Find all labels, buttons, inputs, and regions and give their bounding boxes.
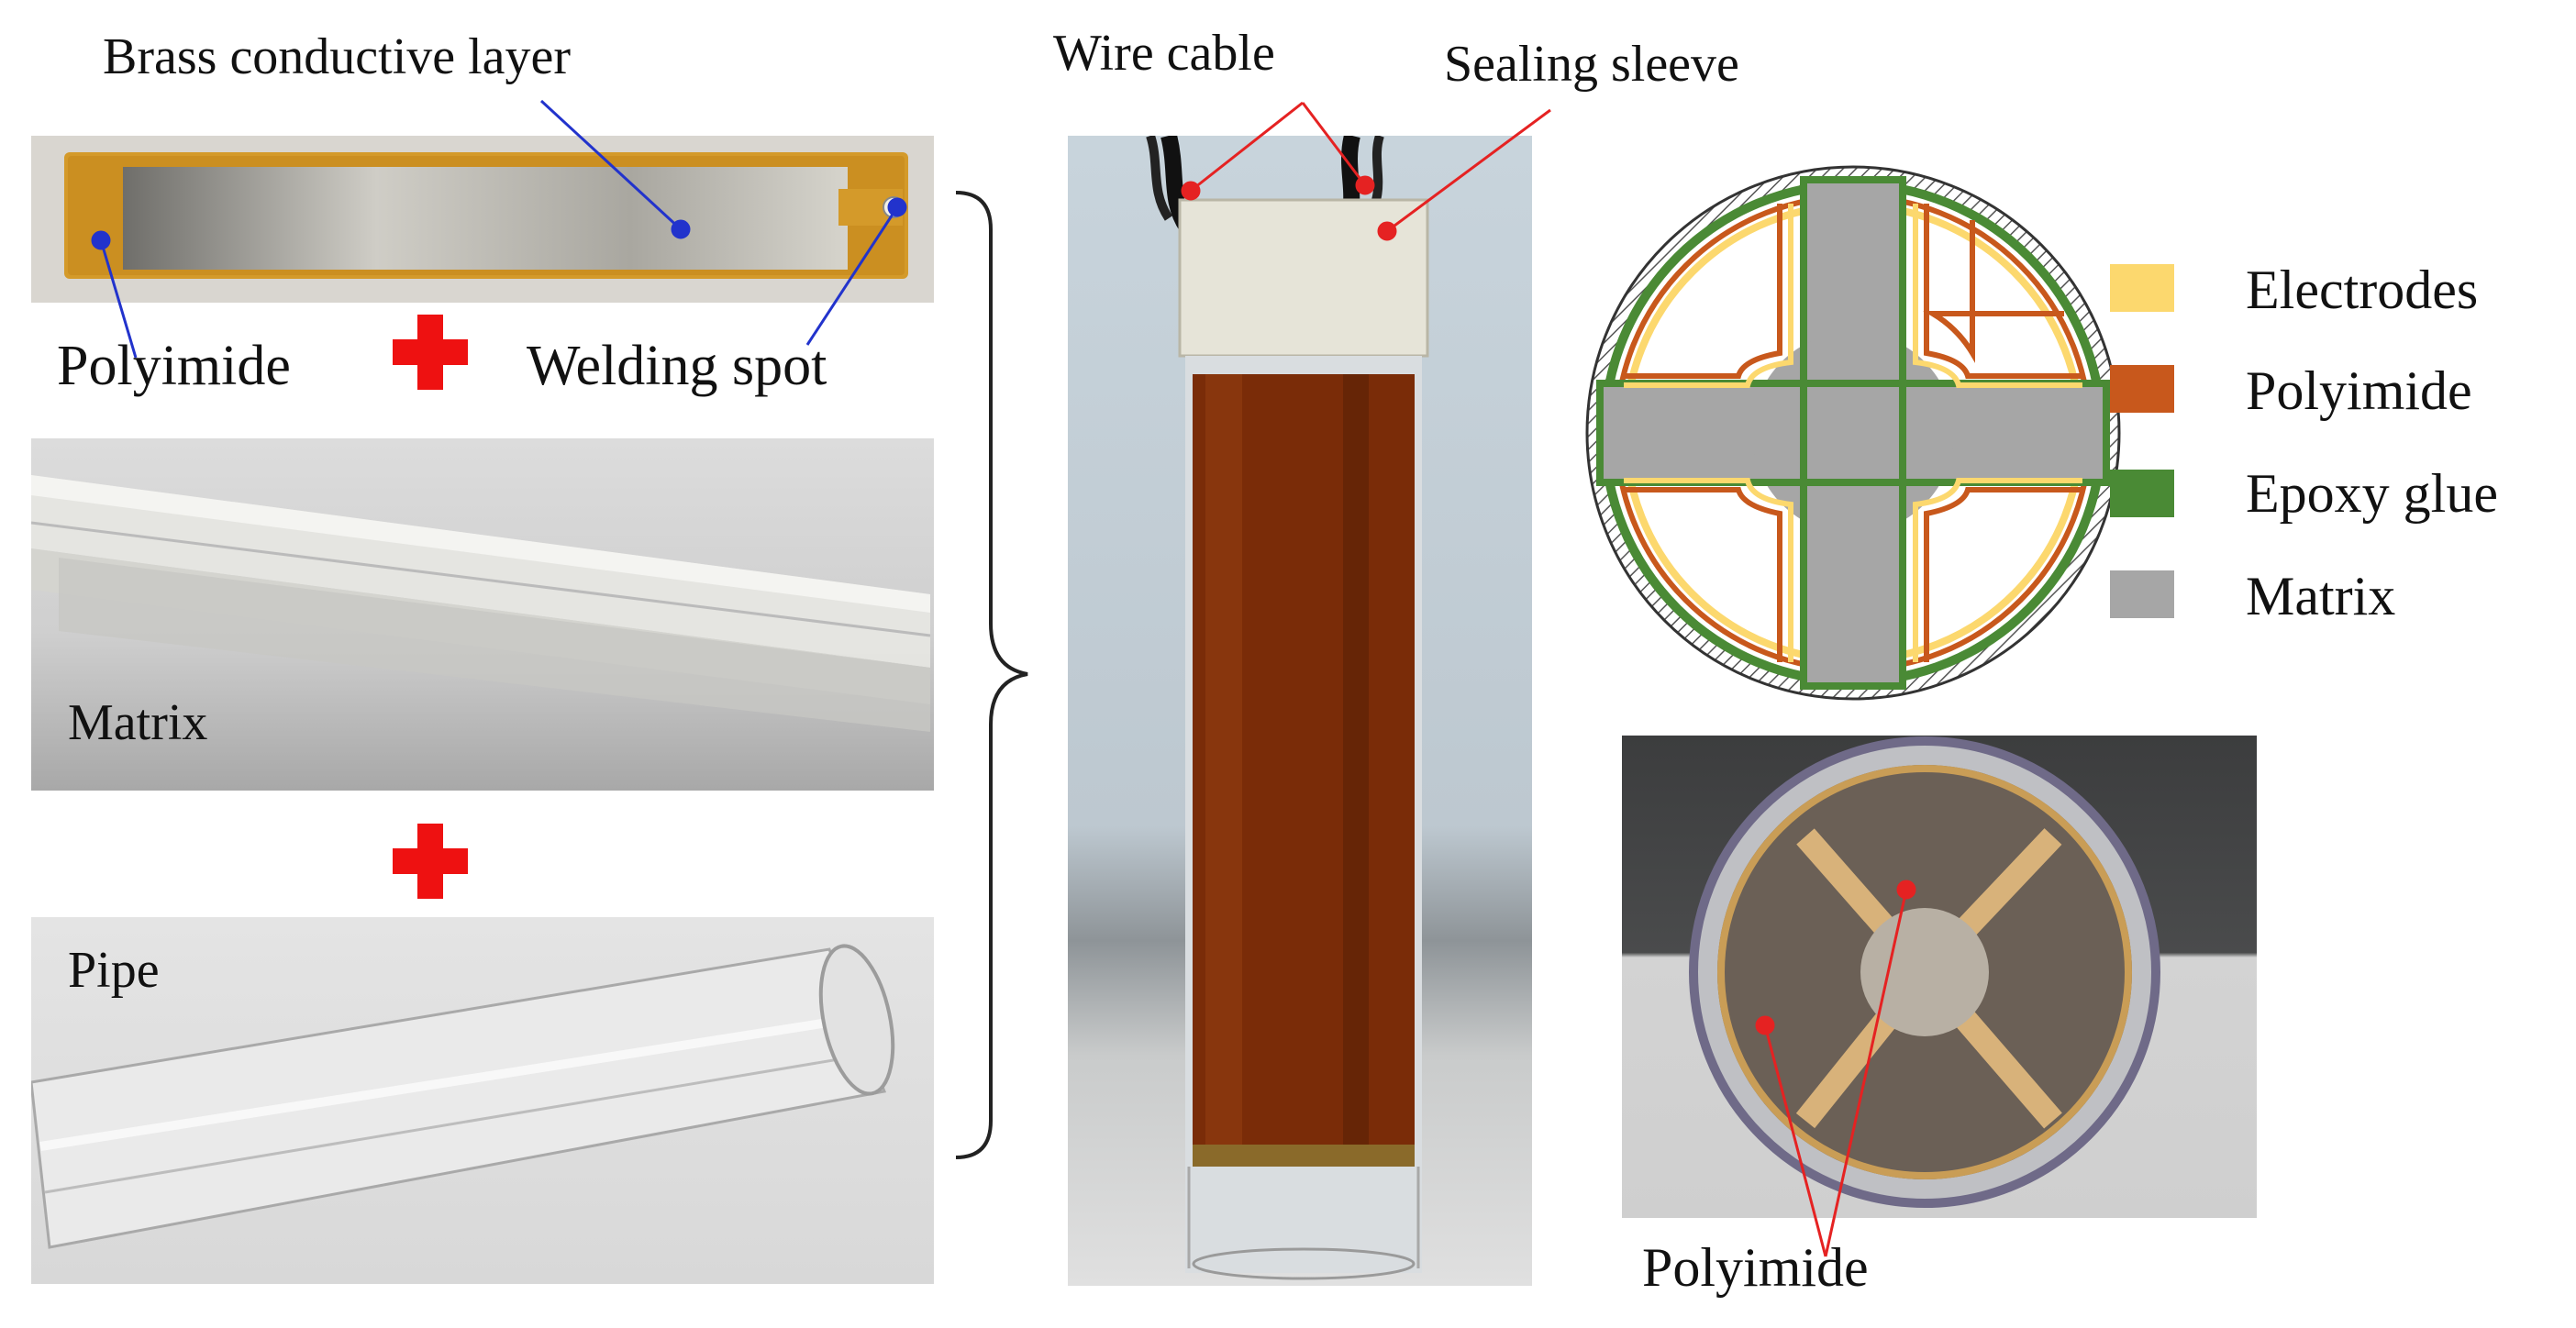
matrix-drawing bbox=[31, 475, 931, 732]
cross-section-diagram bbox=[1585, 165, 2121, 701]
legend-label-polyimide: Polyimide bbox=[2246, 360, 2472, 421]
plus-sign-1 bbox=[393, 315, 468, 390]
legend-swatch-matrix bbox=[2110, 570, 2174, 618]
pipe-drawing bbox=[31, 944, 895, 1249]
legend-label-matrix: Matrix bbox=[2246, 566, 2396, 626]
legend-swatch-electrodes bbox=[2110, 264, 2174, 312]
grouping-brace bbox=[955, 191, 1028, 1159]
welding-spot-label: Welding spot bbox=[527, 335, 827, 397]
legend-label-electrodes: Electrodes bbox=[2246, 260, 2479, 320]
polyimide-strip-label: Polyimide bbox=[57, 335, 291, 397]
legend-label-epoxy: Epoxy glue bbox=[2246, 463, 2498, 524]
wire-cable-label: Wire cable bbox=[1053, 25, 1275, 82]
sealing-sleeve-label: Sealing sleeve bbox=[1444, 36, 1739, 93]
matrix-label: Matrix bbox=[68, 694, 208, 751]
electrode-strip-photo bbox=[31, 136, 934, 303]
blue-leaders bbox=[91, 99, 907, 359]
pipe-photo: Pipe bbox=[31, 917, 934, 1284]
red-leaders-top bbox=[1181, 101, 1551, 241]
end-view-drawing bbox=[1689, 736, 2160, 1208]
polyimide-end-view-label: Polyimide bbox=[1642, 1237, 1869, 1298]
pipe-label: Pipe bbox=[68, 942, 160, 999]
legend-swatch-epoxy bbox=[2110, 470, 2174, 517]
legend-swatch-polyimide bbox=[2110, 365, 2174, 413]
matrix-photo: Matrix bbox=[31, 438, 934, 791]
plus-sign-2 bbox=[393, 824, 468, 899]
brass-layer-label: Brass conductive layer bbox=[103, 28, 572, 85]
red-leaders-bottom bbox=[1755, 880, 1916, 1257]
end-view-photo bbox=[1622, 736, 2257, 1218]
electrode-strip-drawing bbox=[64, 152, 908, 279]
sensor-assembly-photo bbox=[1068, 136, 1532, 1286]
sensor-drawing bbox=[1146, 136, 1429, 1280]
